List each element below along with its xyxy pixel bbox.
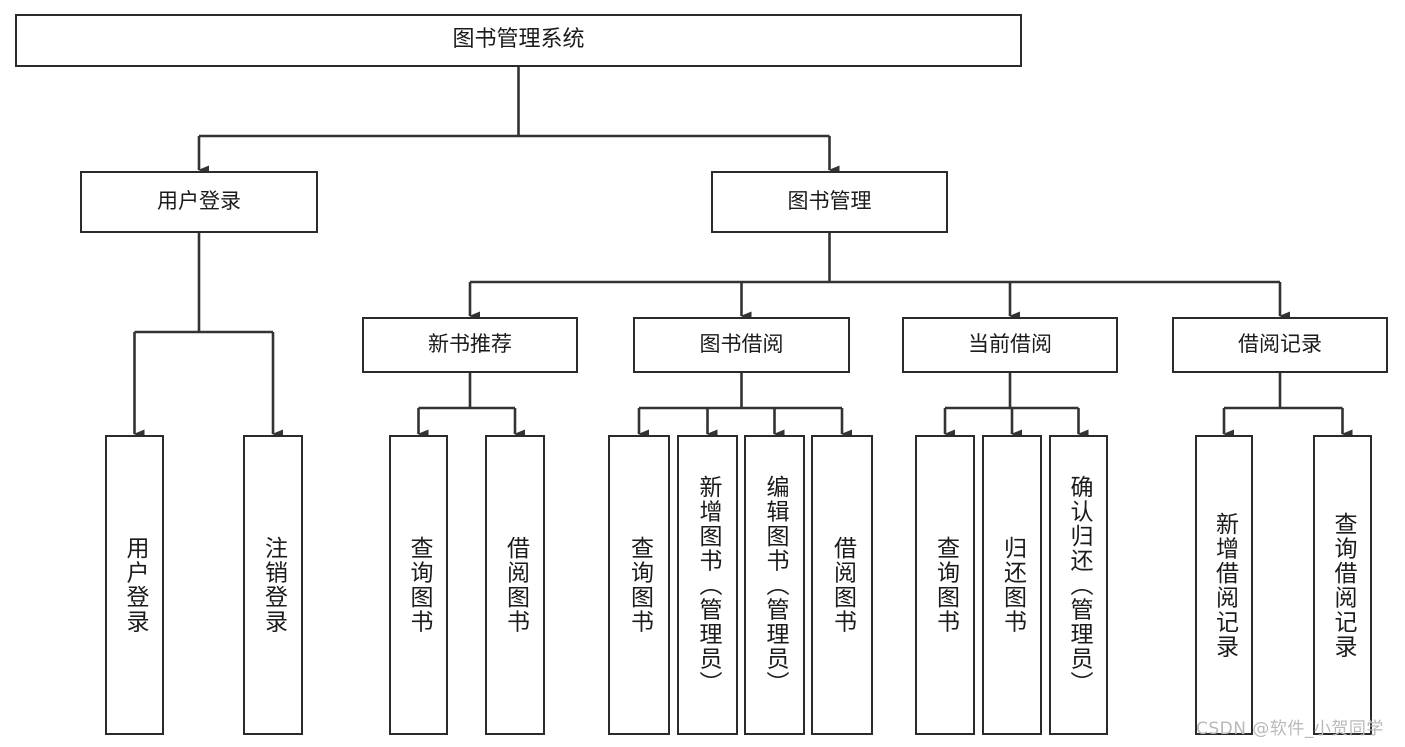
node-leaf-cur-query[interactable]: 查询图书 [915,435,975,735]
node-label-root: 图书管理系统 [452,27,585,53]
node-root[interactable]: 图书管理系统 [15,14,1022,67]
node-label-leaf-bor-add: 新增图书（管理员） [695,474,721,696]
watermark-text: CSDN @软件_小贺同学 [1196,719,1384,739]
node-label-leaf-rec-query: 查询图书 [406,536,432,634]
node-current[interactable]: 当前借阅 [902,317,1118,373]
node-leaf-bor-edit[interactable]: 编辑图书（管理员） [744,435,805,735]
node-label-leaf-bor-query: 查询图书 [626,536,653,634]
node-leaf-cur-return[interactable]: 归还图书 [982,435,1042,735]
node-leaf-rec-query2[interactable]: 查询借阅记录 [1313,435,1372,735]
node-label-leaf-user-login: 用户登录 [122,536,148,634]
node-leaf-cur-confirm[interactable]: 确认归还（管理员） [1049,435,1108,735]
node-leaf-rec-add[interactable]: 新增借阅记录 [1195,435,1253,735]
node-label-leaf-user-logout: 注销登录 [260,536,287,634]
node-label-borrow: 图书借阅 [699,332,784,357]
node-leaf-rec-query[interactable]: 查询图书 [389,435,448,735]
node-bookmgr[interactable]: 图书管理 [711,171,948,233]
node-label-leaf-bor-edit: 编辑图书（管理员） [762,474,788,696]
node-label-current: 当前借阅 [968,332,1052,357]
node-label-bookmgr: 图书管理 [787,189,872,214]
node-records[interactable]: 借阅记录 [1172,317,1388,373]
node-recommend[interactable]: 新书推荐 [362,317,578,373]
node-label-leaf-bor-lend: 借阅图书 [829,536,856,634]
node-label-leaf-cur-return: 归还图书 [999,536,1026,634]
node-label-recommend: 新书推荐 [428,332,512,357]
node-leaf-bor-lend[interactable]: 借阅图书 [811,435,873,735]
node-label-leaf-rec-add: 新增借阅记录 [1211,511,1238,659]
node-leaf-user-login[interactable]: 用户登录 [105,435,164,735]
node-leaf-bor-add[interactable]: 新增图书（管理员） [677,435,738,735]
node-label-records: 借阅记录 [1238,332,1322,357]
node-leaf-user-logout[interactable]: 注销登录 [243,435,303,735]
node-label-leaf-cur-confirm: 确认归还（管理员） [1066,474,1092,696]
node-login[interactable]: 用户登录 [80,171,318,233]
node-label-login: 用户登录 [157,189,241,214]
node-label-leaf-cur-query: 查询图书 [932,536,959,634]
node-leaf-rec-borrow[interactable]: 借阅图书 [485,435,545,735]
node-label-leaf-rec-query2: 查询借阅记录 [1330,511,1356,659]
node-label-leaf-rec-borrow: 借阅图书 [502,536,529,634]
node-borrow[interactable]: 图书借阅 [633,317,850,373]
connector-lines [133,67,1353,439]
node-leaf-bor-query[interactable]: 查询图书 [608,435,670,735]
